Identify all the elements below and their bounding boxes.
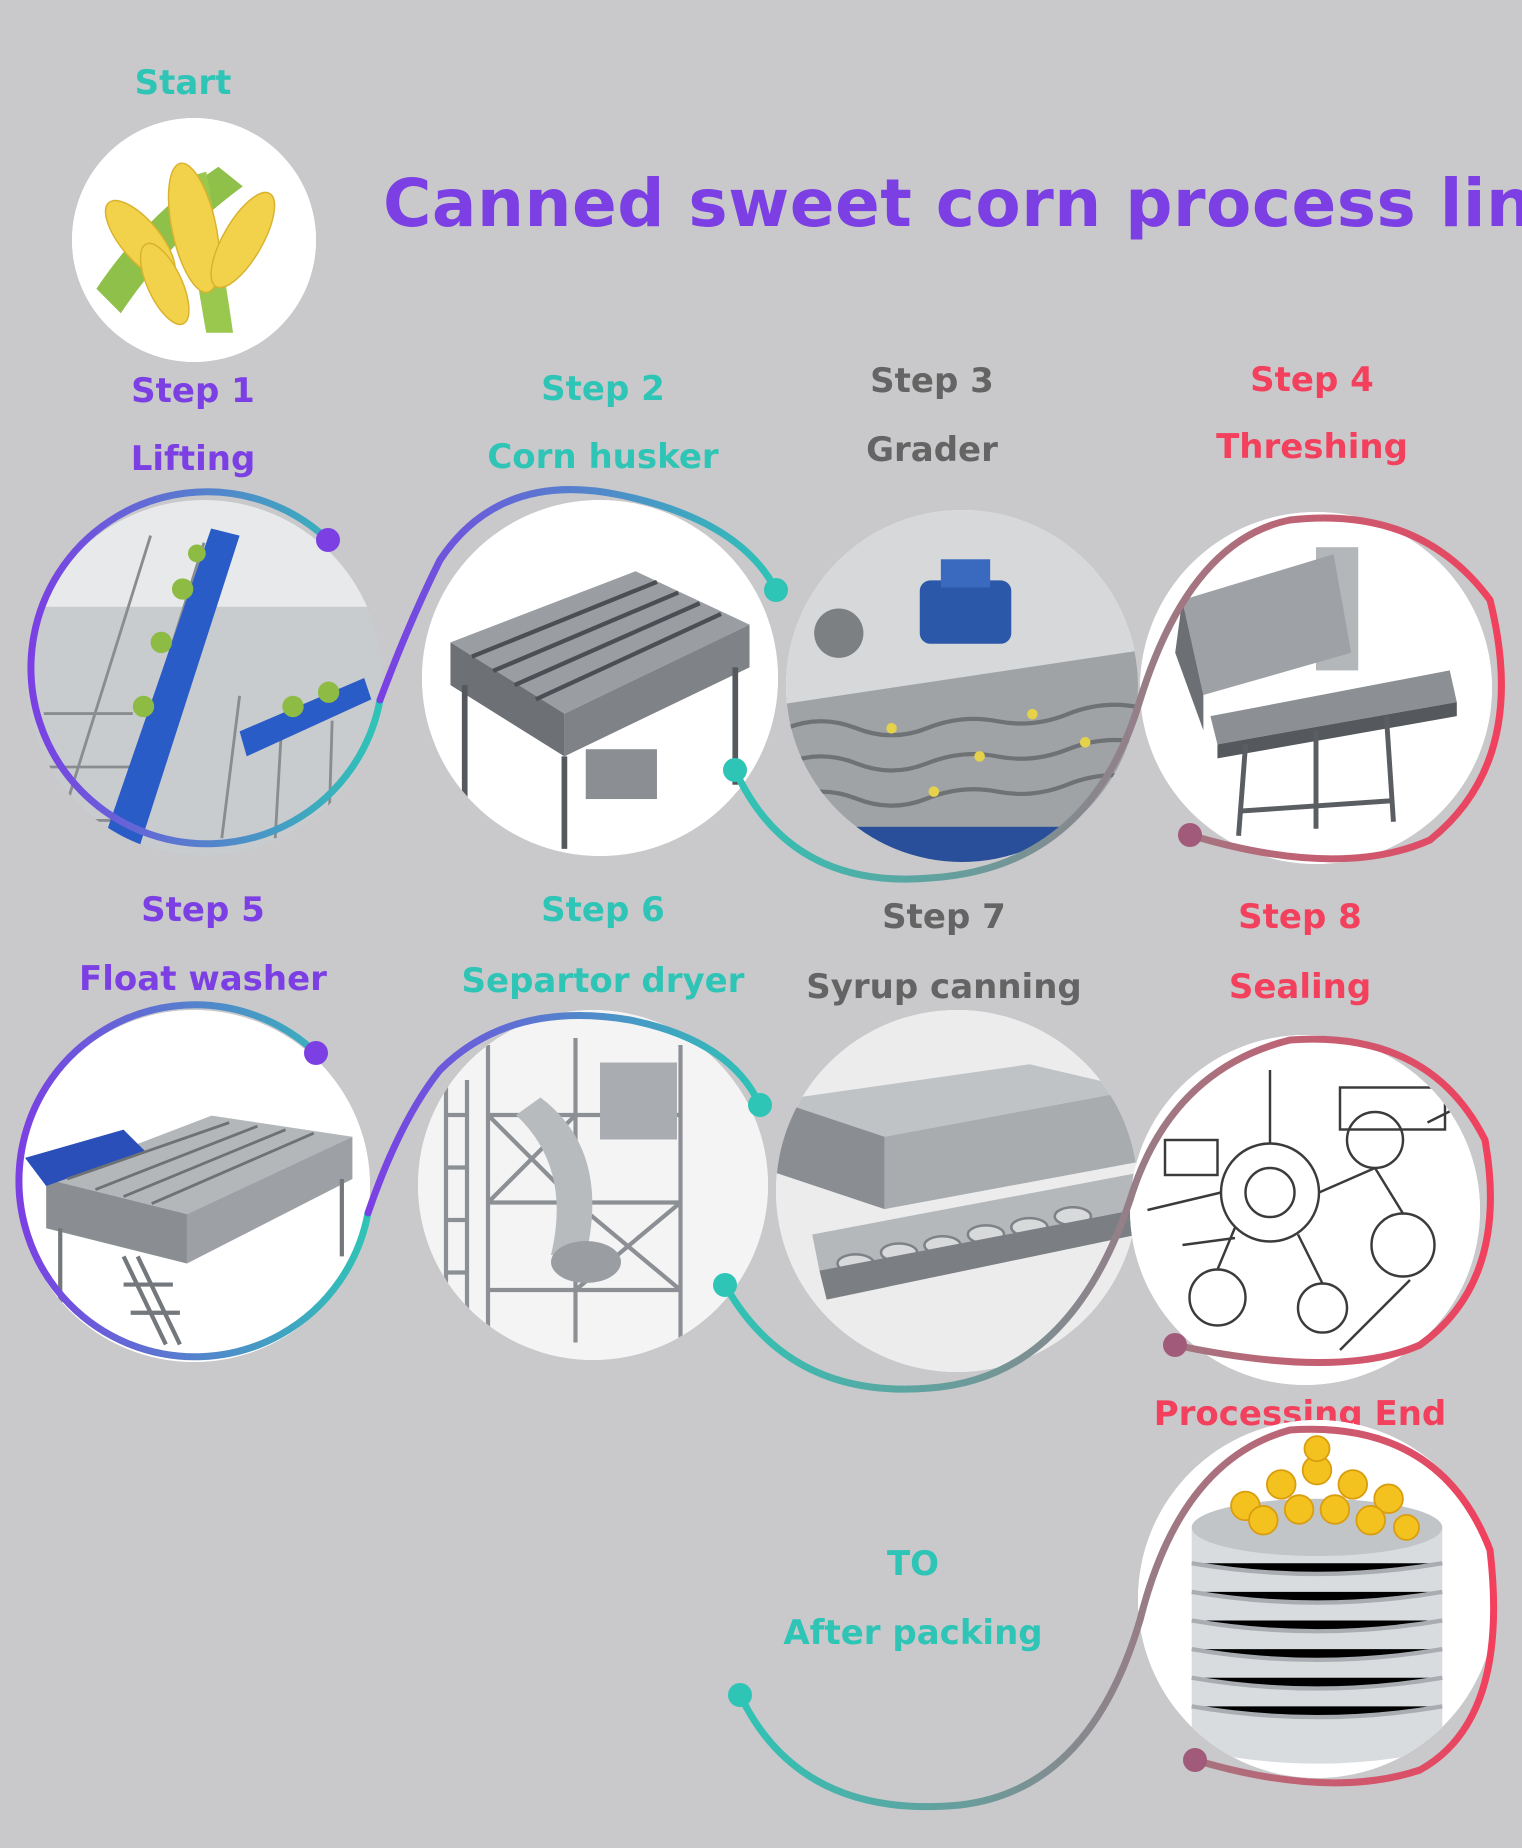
- vibrating-grader-photo: [786, 510, 1138, 862]
- flow-dot-6: [748, 1093, 772, 1117]
- step-1-name: Lifting: [130, 439, 256, 479]
- flow-dot-1: [316, 528, 340, 552]
- flow-dot-7: [713, 1273, 737, 1297]
- step-6-name: Separtor dryer: [461, 961, 745, 1001]
- page-title: Canned sweet corn process line: [383, 165, 1522, 242]
- seamer-drawing-photo: [1130, 1035, 1480, 1385]
- flow-dot-5: [304, 1041, 328, 1065]
- step-4-name: Threshing: [1216, 427, 1408, 467]
- step-3-name: Grader: [866, 430, 998, 470]
- float-washer-photo: [18, 1010, 370, 1362]
- corn-cobs-photo: [72, 118, 316, 362]
- flow-dot-8: [1163, 1333, 1187, 1357]
- step-2-number: Step 2: [541, 369, 665, 409]
- step-3-number: Step 3: [870, 361, 994, 401]
- flow-dot-4: [1178, 823, 1202, 847]
- thresher-machine-photo: [1140, 512, 1492, 864]
- step-5-to-6-connector: [364, 1012, 764, 1217]
- step-5-name: Float washer: [79, 959, 327, 999]
- step-7-number: Step 7: [882, 897, 1006, 937]
- step-5-ring: [15, 1001, 372, 1361]
- separator-dryer-photo: [418, 1010, 768, 1360]
- step-1-to-2-connector: [376, 486, 780, 704]
- step-5-number: Step 5: [141, 890, 265, 930]
- canned-corn-photo: [1138, 1420, 1496, 1778]
- next-line2-label: After packing: [783, 1613, 1043, 1653]
- flow-dot-2: [764, 578, 788, 602]
- step-6-to-8-connector: [721, 1035, 1494, 1393]
- step-4-number: Step 4: [1250, 360, 1374, 400]
- next-line1-label: TO: [886, 1544, 940, 1584]
- start-label: Start: [134, 63, 232, 103]
- flow-dot-10: [1183, 1748, 1207, 1772]
- step-2-name: Corn husker: [487, 437, 719, 477]
- end-connector: [736, 1425, 1498, 1811]
- step-8-name: Sealing: [1228, 967, 1372, 1007]
- flow-dot-9: [728, 1683, 752, 1707]
- step-2-to-4-connector: [731, 514, 1505, 883]
- canning-line-photo: [776, 1010, 1138, 1372]
- step-1-number: Step 1: [131, 371, 255, 411]
- flow-dot-3: [723, 758, 747, 782]
- step-1-ring: [27, 488, 384, 848]
- step-8-number: Step 8: [1238, 897, 1362, 937]
- flow-dots: [304, 528, 1207, 1772]
- step-7-name: Syrup canning: [806, 967, 1082, 1007]
- step-6-number: Step 6: [541, 890, 665, 930]
